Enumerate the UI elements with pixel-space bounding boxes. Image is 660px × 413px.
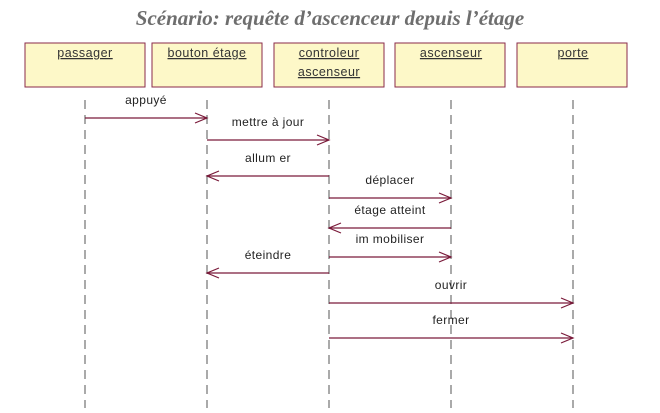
object-box-passager: passager xyxy=(24,42,146,88)
message-3: déplacer xyxy=(329,173,453,204)
message-label: fermer xyxy=(432,313,469,327)
arrowhead-icon xyxy=(327,222,342,234)
object-box-controleur-ascenseur: controleur ascenseur xyxy=(273,42,385,88)
message-label: ouvrir xyxy=(435,278,467,292)
message-2: allum er xyxy=(205,151,329,182)
object-label: porte xyxy=(558,46,589,60)
arrowhead-icon xyxy=(438,251,453,263)
arrowhead-icon xyxy=(560,297,575,309)
arrowhead-icon xyxy=(194,112,209,124)
object-box-porte: porte xyxy=(516,42,628,88)
object-label: passager xyxy=(57,46,112,60)
arrowhead-icon xyxy=(438,192,453,204)
message-label: déplacer xyxy=(365,173,414,187)
arrowhead-icon xyxy=(205,267,220,279)
diagram-title: Scénario: requête d’ascenceur depuis l’é… xyxy=(135,6,525,30)
message-label: étage atteint xyxy=(354,203,426,217)
message-label: allum er xyxy=(245,151,291,165)
object-box-rect xyxy=(151,42,263,88)
message-0: appuyé xyxy=(85,93,209,124)
object-box-rect xyxy=(516,42,628,88)
message-4: étage atteint xyxy=(327,203,451,234)
object-label: bouton étage xyxy=(168,46,247,60)
message-label: mettre à jour xyxy=(232,115,305,129)
object-box-rect xyxy=(394,42,506,88)
message-6: éteindre xyxy=(205,248,329,279)
object-box-ascenseur: ascenseur xyxy=(394,42,506,88)
message-label: éteindre xyxy=(245,248,292,262)
object-box-rect xyxy=(273,42,385,88)
message-label: appuyé xyxy=(125,93,167,107)
arrowhead-icon xyxy=(316,134,331,146)
arrowhead-icon xyxy=(560,332,575,344)
object-label: ascenseur xyxy=(298,65,360,79)
message-label: im mobiliser xyxy=(356,232,425,246)
arrowhead-icon xyxy=(205,170,220,182)
object-box-rect xyxy=(24,42,146,88)
message-8: fermer xyxy=(329,313,575,344)
object-label: controleur xyxy=(299,46,360,60)
message-7: ouvrir xyxy=(329,278,575,309)
message-5: im mobiliser xyxy=(329,232,453,263)
object-label: ascenseur xyxy=(420,46,482,60)
object-box-bouton-étage: bouton étage xyxy=(151,42,263,88)
message-1: mettre à jour xyxy=(207,115,331,146)
